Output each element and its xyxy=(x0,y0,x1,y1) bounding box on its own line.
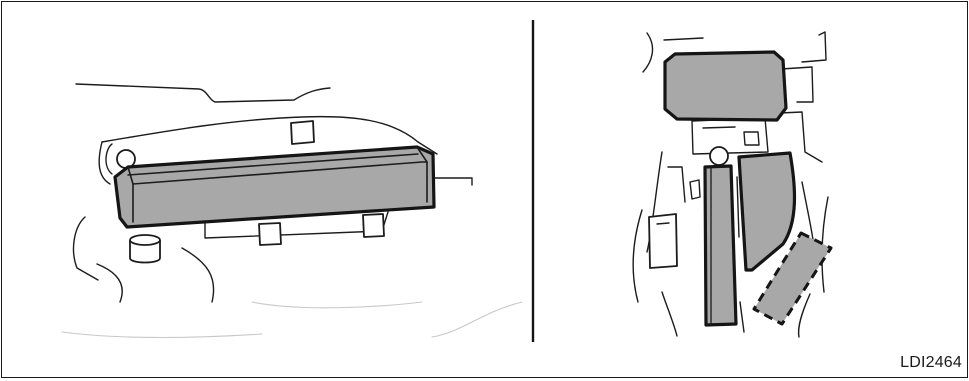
highlighted-unit-top xyxy=(665,52,786,120)
left-panel xyxy=(62,84,522,338)
dashboard-upper-line xyxy=(76,84,330,102)
small-side-box xyxy=(649,214,677,268)
highlighted-unit-side xyxy=(739,153,794,270)
cylinder-knob xyxy=(130,235,160,263)
connector-line xyxy=(435,178,472,185)
mount-tab-left xyxy=(259,223,281,245)
bracket-tab xyxy=(291,121,314,144)
right-panel xyxy=(633,32,831,337)
mount-tab-right xyxy=(363,214,384,237)
highlighted-unit-left xyxy=(115,147,434,227)
highlighted-unit-tall xyxy=(705,166,736,325)
figure-code: LDI2464 xyxy=(900,355,962,371)
